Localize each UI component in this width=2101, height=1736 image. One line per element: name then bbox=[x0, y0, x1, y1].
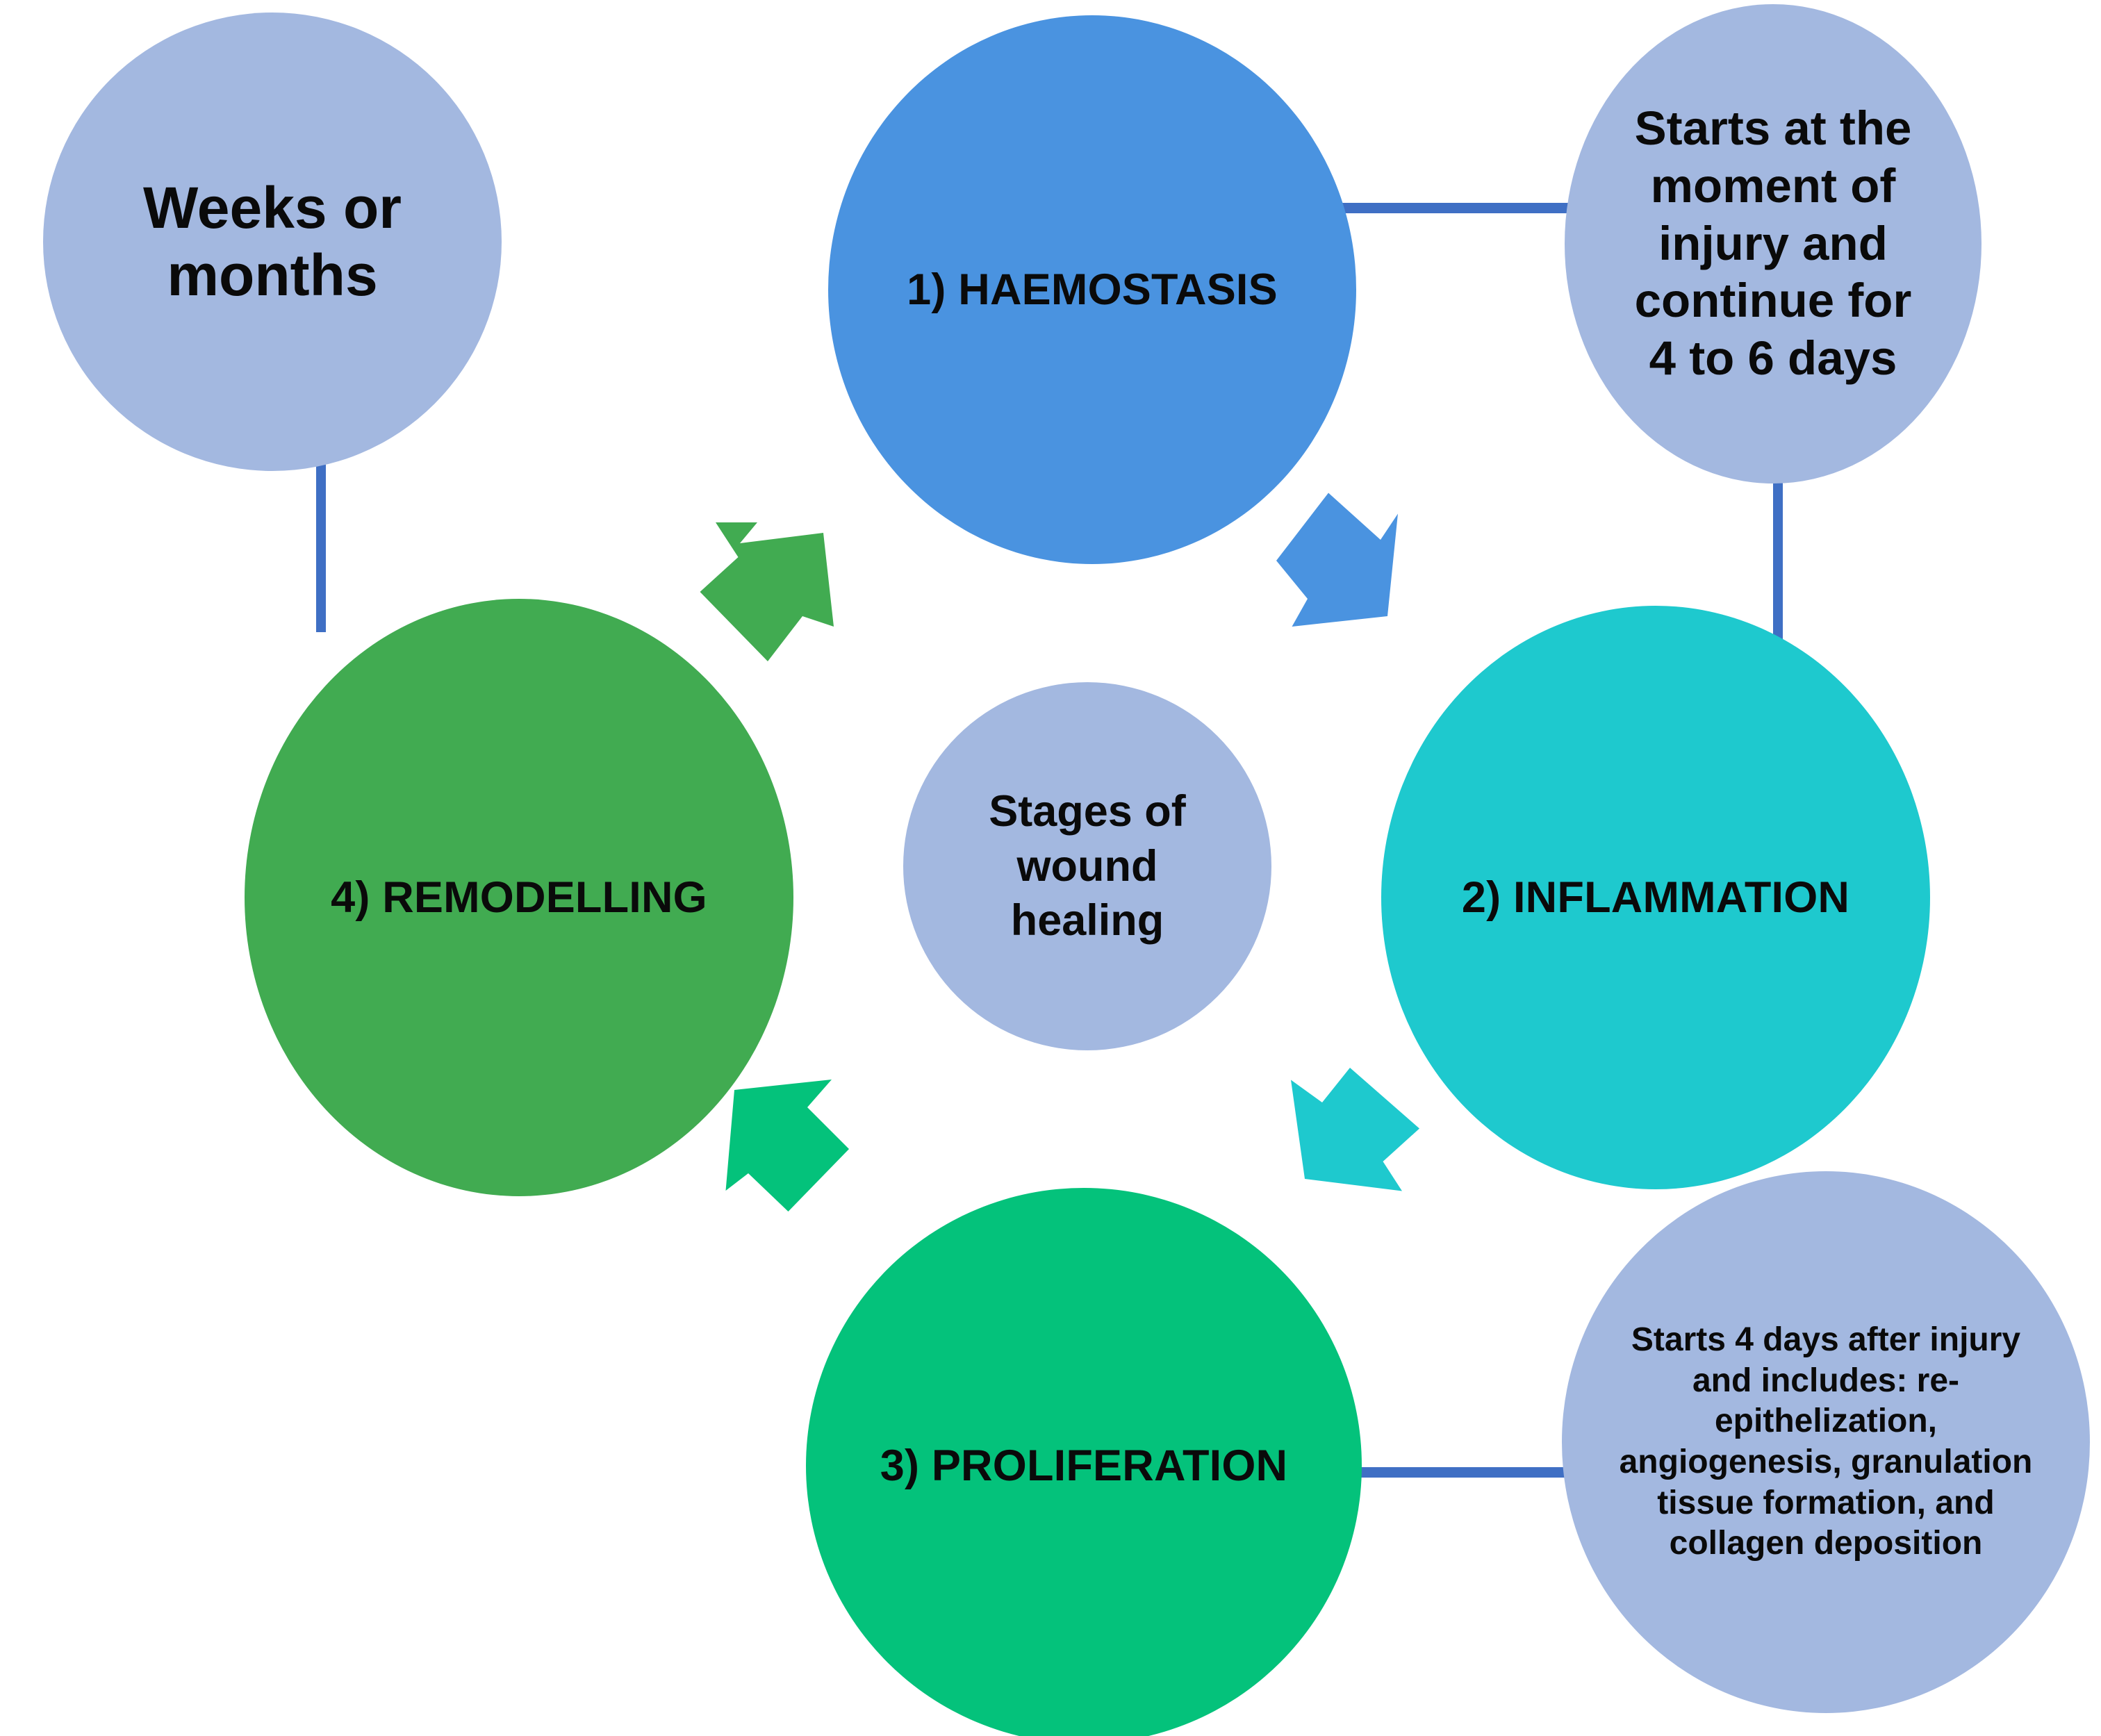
stage-circle-remodelling[interactable]: 4) REMODELLING bbox=[245, 599, 793, 1196]
connector-weeks-to-remodelling bbox=[316, 462, 326, 632]
stage-label-inflammation: 2) INFLAMMATION bbox=[1461, 873, 1850, 922]
note-bubble-haemostasis-timing[interactable]: Starts at the moment of injury and conti… bbox=[1565, 4, 1981, 483]
arrow-southeast-icon bbox=[1276, 493, 1398, 627]
note-bubble-proliferation-timing[interactable]: Starts 4 days after injury and includes:… bbox=[1562, 1171, 2090, 1713]
note-proliferation-timing-label: Starts 4 days after injury and includes:… bbox=[1619, 1321, 2033, 1562]
center-hub-stages-of-wound-healing[interactable]: Stages of wound healing bbox=[903, 682, 1271, 1050]
stage-label-haemostasis: 1) HAEMOSTASIS bbox=[907, 265, 1278, 314]
connector-haemostasis-to-note bbox=[1341, 203, 1570, 213]
stage-label-remodelling: 4) REMODELLING bbox=[331, 873, 707, 922]
arrow-northeast-icon bbox=[700, 522, 834, 661]
connector-note-to-inflammation bbox=[1773, 479, 1783, 646]
stage-circle-inflammation[interactable]: 2) INFLAMMATION bbox=[1381, 606, 1930, 1189]
stage-circle-proliferation[interactable]: 3) PROLIFERATION bbox=[806, 1188, 1362, 1736]
note-bubble-weeks-or-months[interactable]: Weeks or months bbox=[43, 13, 502, 471]
stage-circle-haemostasis[interactable]: 1) HAEMOSTASIS bbox=[828, 15, 1356, 564]
note-haemostasis-timing-label: Starts at the moment of injury and conti… bbox=[1634, 101, 1912, 386]
connector-proliferation-to-note bbox=[1344, 1467, 1574, 1478]
stage-label-proliferation: 3) PROLIFERATION bbox=[880, 1441, 1288, 1490]
note-weeks-or-months-label: Weeks or months bbox=[143, 175, 402, 308]
arrow-southwest-icon bbox=[1291, 1068, 1419, 1191]
center-hub-label: Stages of wound healing bbox=[989, 786, 1186, 945]
arrow-northwest-icon bbox=[725, 1080, 849, 1212]
